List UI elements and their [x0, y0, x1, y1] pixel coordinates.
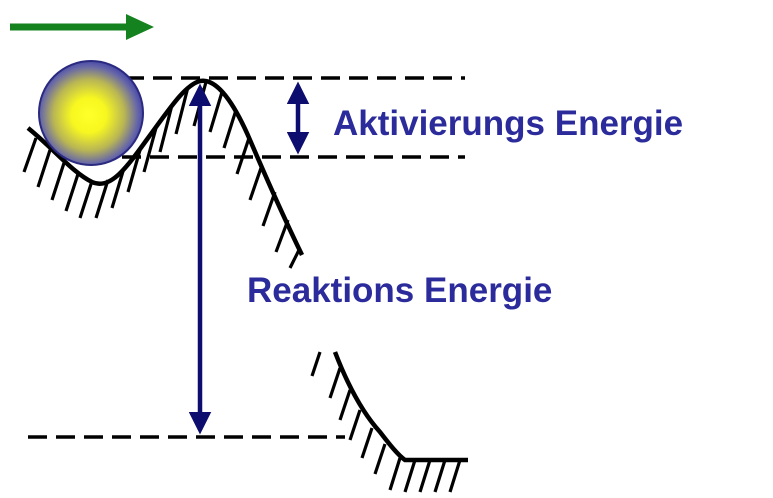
product-curve	[332, 351, 468, 463]
curve-hatching	[22, 81, 302, 269]
reaction-energy-label: Reaktions Energie	[247, 271, 552, 310]
product-hatching	[310, 351, 462, 493]
activation-energy-label: Aktivierungs Energie	[333, 104, 683, 143]
ball-icon	[38, 60, 144, 166]
energy-curve	[26, 78, 305, 256]
direction-arrow-icon	[10, 14, 154, 40]
